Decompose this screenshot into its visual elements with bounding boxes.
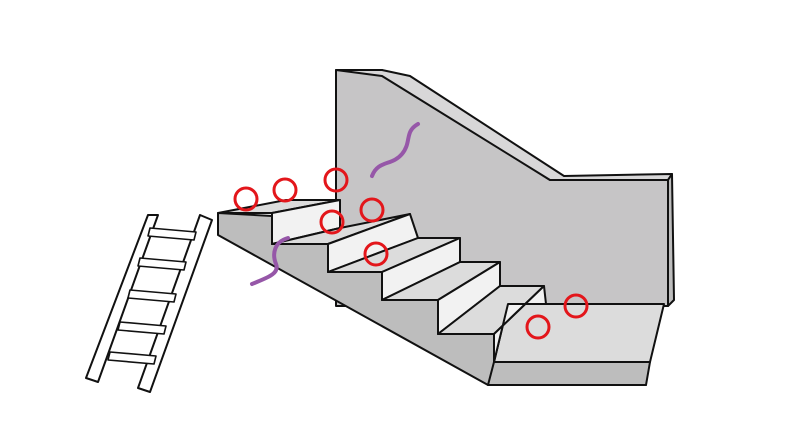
landing-front-face (487, 361, 651, 386)
step-5 (437, 285, 547, 363)
red-circle-marker-4 (319, 209, 345, 235)
red-circle-marker-8 (563, 293, 589, 319)
ladder-rung-5 (107, 351, 157, 365)
ladder-rung-2 (137, 257, 187, 271)
markers (233, 122, 589, 340)
landing-floor (493, 303, 665, 363)
wall-right-edge (667, 173, 675, 307)
red-circle-marker-6 (363, 241, 389, 267)
purple-squiggle-marker-1 (370, 122, 420, 178)
ladder-rung-4 (117, 321, 167, 335)
ladder-rung-3 (127, 289, 177, 303)
ladder-rung-1 (147, 227, 197, 241)
red-circle-marker-3 (323, 167, 349, 193)
red-circle-marker-2 (272, 177, 298, 203)
purple-squiggle-marker-2 (250, 236, 290, 286)
step-5-riser (493, 285, 547, 363)
ladder-left-rail (85, 214, 159, 383)
red-circle-marker-7 (525, 314, 551, 340)
red-circle-marker-5 (359, 197, 385, 223)
ladder (85, 214, 213, 393)
red-circle-marker-1 (233, 186, 259, 212)
step-4 (381, 261, 501, 335)
